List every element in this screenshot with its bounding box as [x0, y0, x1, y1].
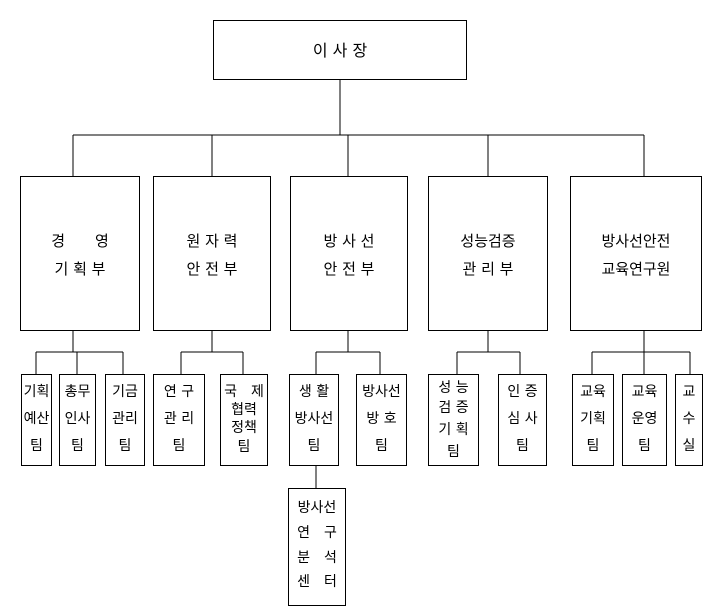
- team-label-line: 인 증: [507, 384, 538, 400]
- team-label-line: 관리: [112, 411, 138, 427]
- center-label-line: 연 구: [297, 525, 337, 541]
- dept-label-line: 안 전 부: [186, 260, 238, 278]
- team-label-line: 협력: [231, 402, 257, 418]
- team-box-radiation-protection: 방사선 방 호 팀: [356, 374, 407, 466]
- team-label-line: 기획: [580, 411, 606, 427]
- team-label-line: 팀: [237, 439, 251, 455]
- center-box-radiation-research-analysis: 방사선 연 구 분 석 센 터: [288, 488, 346, 606]
- dept-label-line: 방 사 선: [323, 232, 375, 250]
- team-label-line: 교: [682, 384, 696, 400]
- team-label-line: 검 증: [438, 400, 469, 416]
- team-label-line: 연 구: [163, 384, 195, 400]
- team-label-line: 국 제: [224, 384, 264, 400]
- dept-label-line: 관 리 부: [462, 260, 514, 278]
- team-box-education-operation: 교육 운영 팀: [622, 374, 667, 466]
- dept-box-management-planning: 경 영 기 획 부: [20, 176, 140, 331]
- team-box-research-management: 연 구 관 리 팀: [153, 374, 205, 466]
- team-label-line: 수: [682, 411, 696, 427]
- team-label-line: 교육: [631, 384, 658, 400]
- dept-label-line: 경 영: [51, 232, 109, 250]
- team-label-line: 기 획: [438, 422, 469, 438]
- team-box-general-affairs-hr: 총무 인사 팀: [59, 374, 96, 466]
- team-label-line: 팀: [118, 438, 132, 454]
- team-label-line: 팀: [586, 438, 600, 454]
- team-label-line: 성 능: [438, 380, 469, 396]
- dept-box-nuclear-safety: 원 자 력 안 전 부: [153, 176, 271, 331]
- team-label-line: 교육: [580, 384, 606, 400]
- team-label-line: 총무: [64, 384, 91, 400]
- team-label-line: 팀: [307, 438, 321, 454]
- team-label-line: 팀: [638, 438, 651, 454]
- center-label-line: 방사선: [297, 500, 337, 516]
- center-label-line: 분 석: [297, 550, 337, 566]
- team-label-line: 방사선: [294, 411, 334, 427]
- team-label-line: 운영: [631, 411, 658, 427]
- team-label-line: 방 호: [366, 411, 397, 427]
- team-label-line: 실: [682, 438, 696, 454]
- team-label-line: 방사선: [362, 384, 401, 400]
- team-box-fund-management: 기금 관리 팀: [105, 374, 145, 466]
- dept-label-line: 안 전 부: [323, 260, 375, 278]
- team-label-line: 기획: [23, 384, 50, 400]
- dept-label-line: 원 자 력: [186, 232, 238, 250]
- team-label-line: 관 리: [163, 411, 195, 427]
- dept-label-line: 교육연구원: [601, 260, 671, 278]
- team-box-performance-verification-planning: 성 능 검 증 기 획 팀: [428, 374, 479, 466]
- team-box-faculty-office: 교 수 실: [675, 374, 703, 466]
- team-label-line: 생 활: [298, 384, 330, 400]
- team-label-line: 심 사: [507, 411, 538, 427]
- dept-label-line: 기 획 부: [54, 260, 106, 278]
- center-label-line: 센 터: [297, 574, 337, 590]
- team-label-line: 팀: [447, 444, 460, 460]
- team-box-living-radiation: 생 활 방사선 팀: [289, 374, 339, 466]
- team-box-education-planning: 교육 기획 팀: [572, 374, 614, 466]
- dept-label-line: 방사선안전: [601, 232, 671, 250]
- team-label-line: 예산: [23, 411, 50, 427]
- team-label-line: 팀: [30, 438, 43, 454]
- root-label: 이 사 장: [312, 41, 368, 60]
- team-label-line: 팀: [516, 438, 529, 454]
- team-box-certification-review: 인 증 심 사 팀: [498, 374, 547, 466]
- dept-label-line: 성능검증: [460, 232, 516, 250]
- team-label-line: 팀: [172, 438, 186, 454]
- team-box-international-cooperation-policy: 국 제 협력 정책 팀: [220, 374, 268, 466]
- team-label-line: 정책: [231, 420, 257, 436]
- dept-box-radiation-education-institute: 방사선안전 교육연구원: [570, 176, 702, 331]
- team-box-planning-budget: 기획 예산 팀: [21, 374, 52, 466]
- team-label-line: 팀: [71, 438, 84, 454]
- root-box: 이 사 장: [213, 20, 467, 80]
- team-label-line: 기금: [112, 384, 138, 400]
- team-label-line: 인사: [64, 411, 91, 427]
- team-label-line: 팀: [375, 438, 388, 454]
- dept-box-performance-verification: 성능검증 관 리 부: [428, 176, 548, 331]
- dept-box-radiation-safety: 방 사 선 안 전 부: [290, 176, 408, 331]
